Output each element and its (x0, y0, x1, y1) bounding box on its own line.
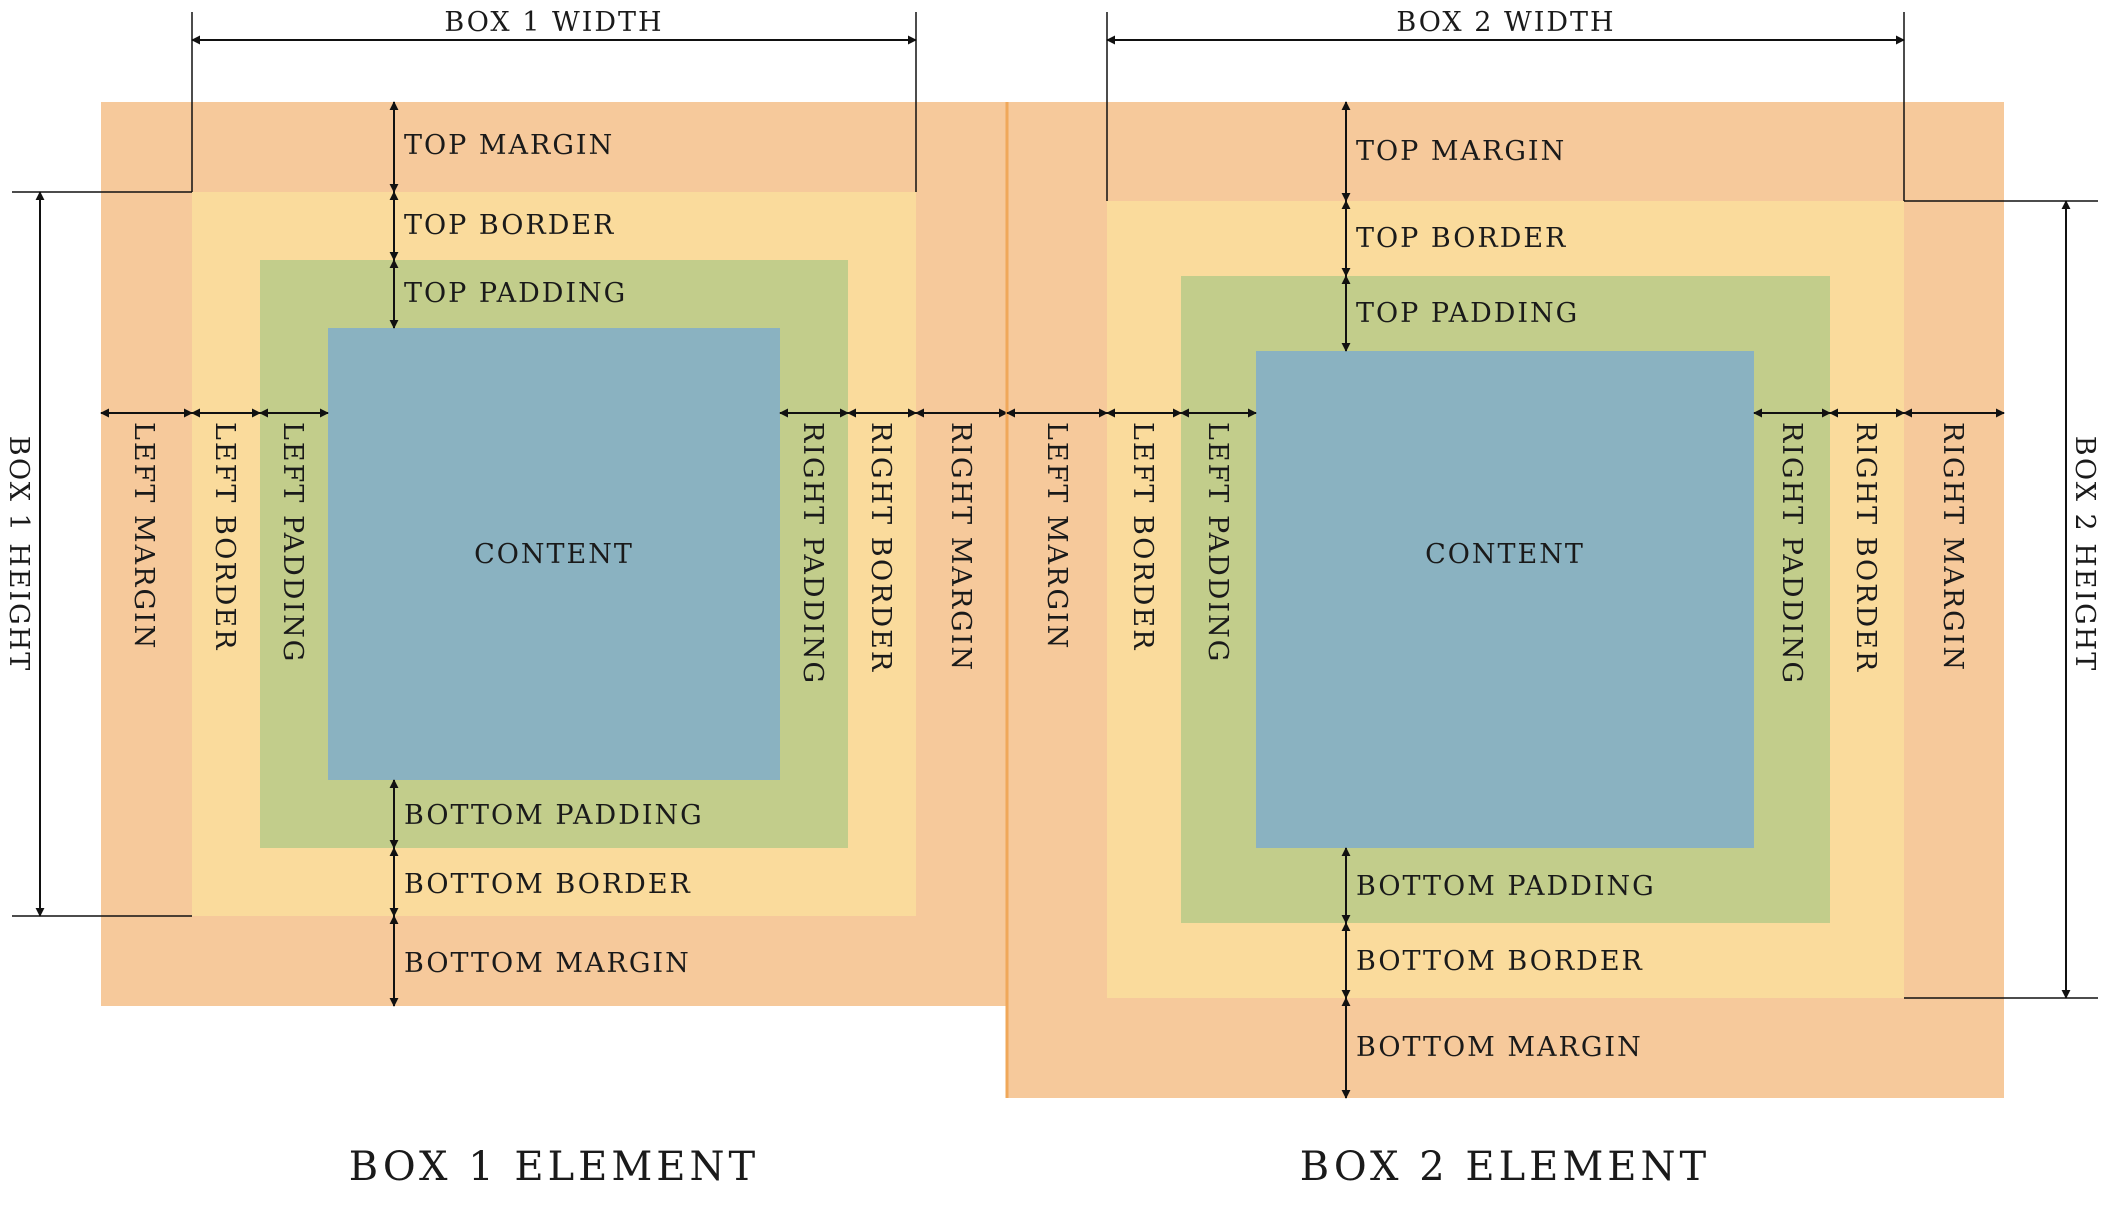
box1-left-padding-label: LEFT PADDING (277, 422, 308, 663)
box1-top-border-label: TOP BORDER (404, 210, 615, 241)
box2-bottom-padding-label: BOTTOM PADDING (1356, 871, 1656, 902)
box2-width-label-bg (1380, 0, 1632, 38)
box1-top-padding-label: TOP PADDING (404, 278, 627, 309)
box1-content-area (328, 328, 780, 780)
box1-width-label-bg (428, 0, 680, 38)
box2-right-border-label: RIGHT BORDER (1850, 422, 1881, 673)
box2-left-padding-label: LEFT PADDING (1202, 422, 1233, 663)
box2-left-border-label: LEFT BORDER (1127, 422, 1158, 651)
box1-right-padding-label: RIGHT PADDING (797, 422, 828, 685)
box1-right-margin-label: RIGHT MARGIN (945, 422, 976, 672)
box2-content-label: CONTENT (1425, 539, 1585, 570)
box2-width-label: BOX 2 WIDTH (1396, 7, 1615, 38)
box1-caption: BOX 1 ELEMENT (349, 1144, 759, 1190)
box2-top-padding-label: TOP PADDING (1356, 298, 1579, 329)
box1-top-margin-label: TOP MARGIN (404, 130, 614, 161)
box1-element: BOX 1 WIDTH BOX 1 HEIGHT TOP MARGIN TOP … (2, 0, 1008, 1190)
box1-bottom-padding-label: BOTTOM PADDING (404, 800, 704, 831)
box2-top-border-label: TOP BORDER (1356, 223, 1567, 254)
box1-height-label: BOX 1 HEIGHT (3, 436, 34, 673)
box1-right-border-label: RIGHT BORDER (865, 422, 896, 673)
box1-content-label: CONTENT (474, 539, 634, 570)
box2-bottom-margin-label: BOTTOM MARGIN (1356, 1032, 1643, 1063)
box1-left-margin-label: LEFT MARGIN (128, 422, 159, 650)
box2-right-margin-label: RIGHT MARGIN (1937, 422, 1968, 672)
box2-left-margin-label: LEFT MARGIN (1041, 422, 1072, 650)
box1-left-border-label: LEFT BORDER (209, 422, 240, 651)
box1-width-label: BOX 1 WIDTH (444, 7, 663, 38)
box1-bottom-border-label: BOTTOM BORDER (404, 869, 692, 900)
box2-bottom-border-label: BOTTOM BORDER (1356, 946, 1644, 977)
box2-element: BOX 2 WIDTH BOX 2 HEIGHT TOP MARGIN TOP … (1005, 0, 2102, 1190)
box2-content-area (1256, 351, 1754, 848)
box2-top-margin-label: TOP MARGIN (1356, 136, 1566, 167)
box2-caption: BOX 2 ELEMENT (1300, 1144, 1710, 1190)
box2-height-label-bg (2068, 418, 2102, 690)
box1-bottom-margin-label: BOTTOM MARGIN (404, 948, 691, 979)
box1-height-label-bg (2, 418, 36, 690)
box2-height-label: BOX 2 HEIGHT (2069, 436, 2100, 673)
box2-right-padding-label: RIGHT PADDING (1776, 422, 1807, 685)
